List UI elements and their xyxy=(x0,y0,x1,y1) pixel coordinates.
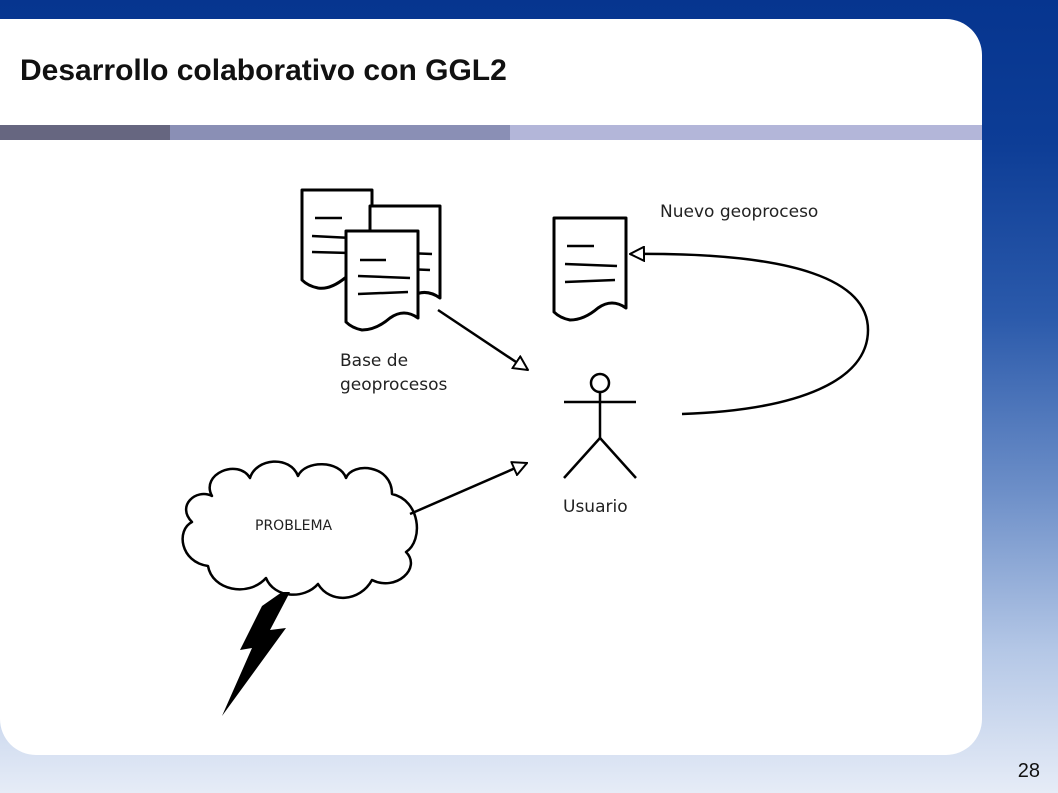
arrow-user-to-new-geoproceso xyxy=(630,254,870,416)
document-stack-icon xyxy=(300,188,442,332)
label-base-line2: geoprocesos xyxy=(340,375,448,395)
slide-title: Desarrollo colaborativo con GGL2 xyxy=(20,54,507,87)
title-underline-segment-1 xyxy=(0,125,170,140)
arrow-base-to-user xyxy=(437,308,528,370)
document-front-icon xyxy=(344,229,420,332)
label-usuario: Usuario xyxy=(563,497,628,517)
stick-figure-user-icon xyxy=(563,372,637,479)
arrow-problem-to-user xyxy=(409,463,527,516)
label-problema: PROBLEMA xyxy=(255,518,333,534)
title-underline-segment-2 xyxy=(170,125,510,140)
slide-content-panel xyxy=(0,19,982,755)
document-icon xyxy=(552,216,628,322)
lightning-bolt-icon xyxy=(222,592,290,716)
collaboration-diagram: Base de geoprocesos Nuevo geoproceso Usu… xyxy=(181,188,870,716)
label-base-line1: Base de xyxy=(340,351,408,371)
cloud-icon xyxy=(181,460,419,600)
title-underline-segment-3 xyxy=(510,125,982,140)
label-nuevo-geoproceso: Nuevo geoproceso xyxy=(660,202,818,222)
page-number: 28 xyxy=(1017,760,1040,782)
